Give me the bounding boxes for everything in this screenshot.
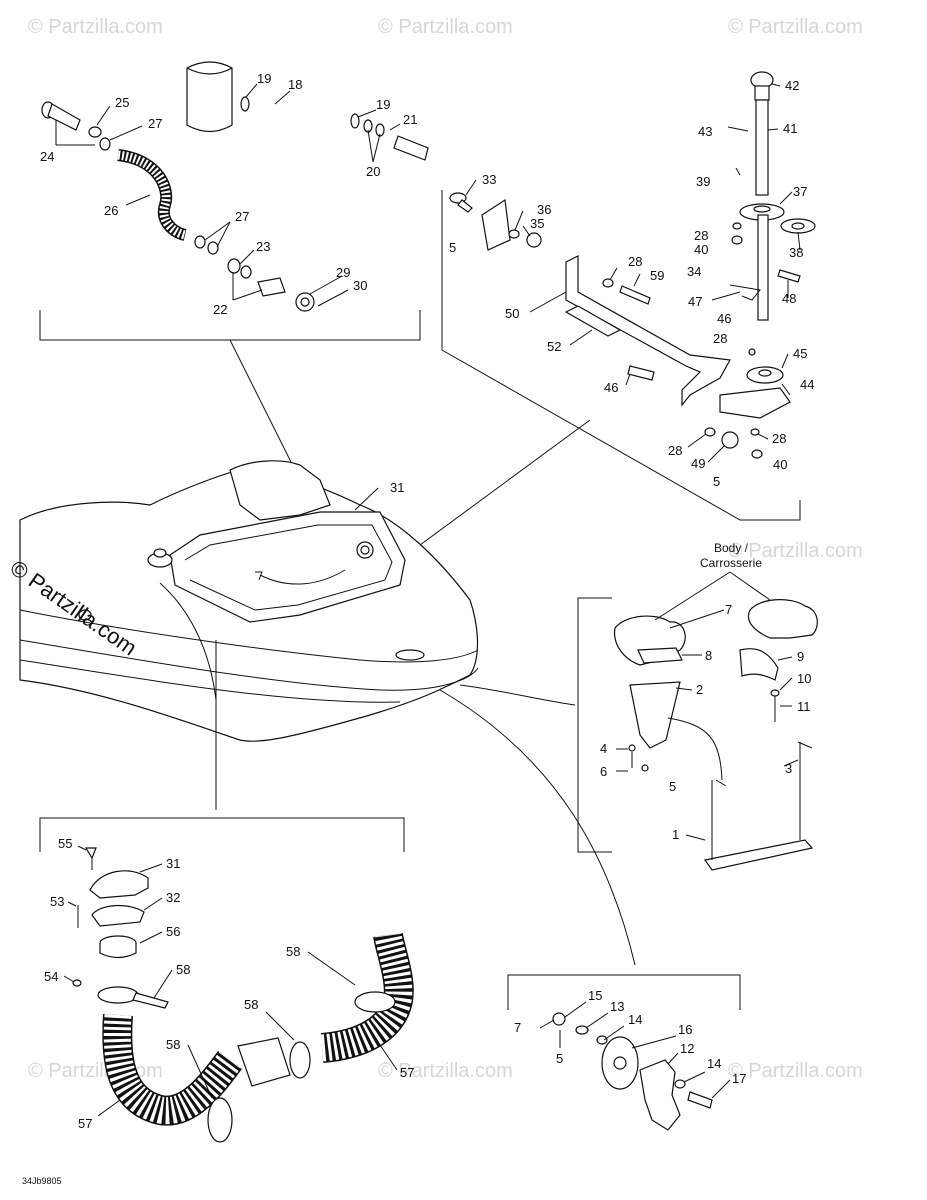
callout-33: 33	[482, 172, 496, 187]
callout-59: 59	[650, 268, 664, 283]
callout-28: 28	[668, 443, 682, 458]
diagram-code: 34Jb9805	[22, 1176, 62, 1186]
watermark: © Partzilla.com	[728, 1060, 863, 1082]
drain-plug-assembly	[507, 974, 741, 1131]
watermark: © Partzilla.com	[28, 16, 163, 38]
callout-30: 30	[353, 278, 367, 293]
callout-52: 52	[547, 339, 561, 354]
watermark: © Partzilla.com	[378, 16, 513, 38]
callout-labels: 25 27 24 26 27 23 22 29 30 19 18 19 21 2…	[40, 71, 814, 1131]
callout-35: 35	[530, 216, 544, 231]
callout-29: 29	[336, 265, 350, 280]
body-caption-line2: Carrosserie	[699, 556, 762, 570]
callout-2: 2	[696, 682, 703, 697]
callout-28: 28	[772, 431, 786, 446]
callout-47: 47	[688, 294, 702, 309]
callout-12: 12	[680, 1041, 694, 1056]
callout-50: 50	[505, 306, 519, 321]
callout-7: 7	[514, 1020, 521, 1035]
watermark: © Partzilla.com	[728, 540, 863, 562]
callout-14: 14	[707, 1056, 721, 1071]
callout-24: 24	[40, 149, 54, 164]
watermark: © Partzilla.com	[728, 16, 863, 38]
callout-4: 4	[600, 741, 607, 756]
callout-8: 8	[705, 648, 712, 663]
callout-5: 5	[669, 779, 676, 794]
callout-28: 28	[713, 331, 727, 346]
callout-16: 16	[678, 1022, 692, 1037]
callout-55: 55	[58, 836, 72, 851]
callout-49: 49	[691, 456, 705, 471]
callout-28: 28	[628, 254, 642, 269]
callout-5: 5	[449, 240, 456, 255]
callout-13: 13	[610, 999, 624, 1014]
callout-41: 41	[783, 121, 797, 136]
callout-57: 57	[400, 1065, 414, 1080]
callout-45: 45	[793, 346, 807, 361]
callout-14: 14	[628, 1012, 642, 1027]
callout-40: 40	[694, 242, 708, 257]
callout-36: 36	[537, 202, 551, 217]
air-intake-assembly	[39, 817, 414, 1143]
callout-46: 46	[604, 380, 618, 395]
callout-39: 39	[696, 174, 710, 189]
callout-22: 22	[213, 302, 227, 317]
callout-38: 38	[789, 245, 803, 260]
callout-58: 58	[176, 962, 190, 977]
callout-48: 48	[782, 291, 796, 306]
callout-46: 46	[717, 311, 731, 326]
callout-19: 19	[257, 71, 271, 86]
callout-42: 42	[785, 78, 799, 93]
callout-54: 54	[44, 969, 58, 984]
callout-27: 27	[148, 116, 162, 131]
callout-9: 9	[797, 649, 804, 664]
callout-1: 1	[672, 827, 679, 842]
callout-10: 10	[797, 671, 811, 686]
callout-56: 56	[166, 924, 180, 939]
callout-57: 57	[78, 1116, 92, 1131]
callout-23: 23	[256, 239, 270, 254]
callout-3: 3	[785, 761, 792, 776]
body-caption-line1: Body /	[713, 541, 749, 555]
callout-5: 5	[556, 1051, 563, 1066]
callout-58: 58	[244, 997, 258, 1012]
callout-7: 7	[725, 602, 732, 617]
callout-25: 25	[115, 95, 129, 110]
watermark: © Partzilla.com	[378, 1060, 513, 1082]
callout-31: 31	[390, 480, 404, 495]
callout-17: 17	[732, 1071, 746, 1086]
callout-18: 18	[288, 77, 302, 92]
callout-44: 44	[800, 377, 814, 392]
callout-11: 11	[797, 699, 811, 714]
seat-latch-assembly	[577, 571, 818, 871]
callout-28: 28	[694, 228, 708, 243]
callout-31: 31	[166, 856, 180, 871]
callout-58: 58	[286, 944, 300, 959]
callout-6: 6	[600, 764, 607, 779]
callout-34: 34	[687, 264, 701, 279]
callout-21: 21	[403, 112, 417, 127]
callout-5: 5	[713, 474, 720, 489]
callout-20: 20	[366, 164, 380, 179]
steering-column-assembly	[419, 71, 816, 546]
body-caption: Body / Carrosserie	[676, 541, 786, 571]
callout-26: 26	[104, 203, 118, 218]
callout-40: 40	[773, 457, 787, 472]
callout-19: 19	[376, 97, 390, 112]
callout-43: 43	[698, 124, 712, 139]
callout-27: 27	[235, 209, 249, 224]
callout-58: 58	[166, 1037, 180, 1052]
watercraft-hull	[19, 460, 636, 966]
callout-15: 15	[588, 988, 602, 1003]
callout-32: 32	[166, 890, 180, 905]
callout-37: 37	[793, 184, 807, 199]
callout-53: 53	[50, 894, 64, 909]
